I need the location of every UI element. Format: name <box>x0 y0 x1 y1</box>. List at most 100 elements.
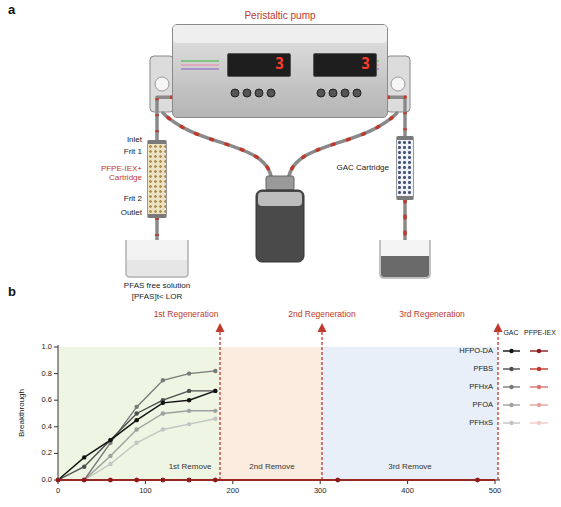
data-point <box>134 411 138 415</box>
data-point <box>56 478 60 482</box>
data-point <box>108 478 112 482</box>
legend-sample <box>537 349 541 353</box>
node-label: GAC Cartridge <box>337 163 389 172</box>
data-point <box>475 478 479 482</box>
legend-header: GAC <box>503 329 518 337</box>
reservoir-bottle <box>258 192 302 206</box>
data-point <box>56 478 60 482</box>
node-label: Peristaltic pump <box>244 10 315 22</box>
pump-panel <box>267 89 275 97</box>
data-line <box>58 479 495 481</box>
data-point <box>161 378 165 382</box>
pump-display: 3 <box>313 53 377 77</box>
tick-label: 0 <box>56 487 60 496</box>
tubing-marks <box>155 218 159 240</box>
data-point <box>213 389 217 393</box>
data-point <box>108 438 112 442</box>
phase-bands <box>322 347 498 480</box>
data-point <box>335 478 339 482</box>
legend-sample <box>537 367 541 371</box>
legend-sample <box>509 421 513 425</box>
data-point <box>82 478 86 482</box>
legend-sample <box>509 403 513 407</box>
data-point <box>475 478 479 482</box>
data-point <box>56 478 60 482</box>
node-label: PFAS free solution <box>124 281 190 290</box>
event-label: 2nd Regeneration <box>288 310 356 320</box>
data-point <box>82 465 86 469</box>
data-point <box>187 478 191 482</box>
data-point <box>134 478 138 482</box>
data-point <box>134 478 138 482</box>
reservoir-bottle <box>256 176 304 262</box>
data-point <box>56 478 60 482</box>
pump-body: Peristaltic pump33 <box>172 24 388 118</box>
data-point <box>134 441 138 445</box>
tick-label: 0.2 <box>42 449 52 458</box>
data-line <box>58 371 215 480</box>
chart-axes <box>54 453 58 454</box>
data-point <box>56 478 60 482</box>
legend-label: PFOA <box>473 401 493 410</box>
legend-sample <box>537 421 541 425</box>
tick-label: 100 <box>139 487 152 496</box>
pump-panel <box>255 89 263 97</box>
data-point <box>108 478 112 482</box>
data-point <box>335 478 339 482</box>
phase-label: 2nd Remove <box>249 462 294 471</box>
data-point <box>82 478 86 482</box>
data-point <box>56 478 60 482</box>
regeneration-arrow <box>494 323 503 332</box>
chart-axes <box>54 345 500 484</box>
node-note: Frit 1 <box>124 147 142 156</box>
data-point <box>82 478 86 482</box>
data-point <box>335 478 339 482</box>
tubing <box>403 200 407 244</box>
ion-exchange-cartridge: InletFrit 1PFPE-IEX+ CartridgeFrit 2Outl… <box>147 140 167 218</box>
regeneration-arrow <box>321 330 322 480</box>
data-point <box>161 427 165 431</box>
pump-head <box>150 56 174 112</box>
legend-sample <box>537 385 541 389</box>
panel-letter: a <box>8 3 15 18</box>
chart-axes <box>54 400 58 401</box>
data-line <box>58 479 495 481</box>
pump-panel <box>173 25 387 43</box>
tick-label: 0.6 <box>42 396 52 405</box>
data-point <box>82 478 86 482</box>
regeneration-arrow <box>216 323 225 332</box>
data-point <box>213 369 217 373</box>
data-point <box>82 455 86 459</box>
data-point <box>187 398 191 402</box>
legend-sample <box>537 403 541 407</box>
data-point <box>213 478 217 482</box>
reservoir-bottle <box>256 190 304 262</box>
data-point <box>187 389 191 393</box>
beaker-outline <box>124 240 190 278</box>
data-point <box>213 389 217 393</box>
data-point <box>187 371 191 375</box>
tick-label: 300 <box>314 487 327 496</box>
chart-axes <box>58 345 59 480</box>
legend-sample <box>503 349 548 425</box>
data-point <box>213 478 217 482</box>
regeneration-arrow <box>497 330 498 480</box>
data-point <box>108 478 112 482</box>
tick-label: 200 <box>227 487 240 496</box>
data-series <box>56 369 495 482</box>
data-point <box>56 478 60 482</box>
regeneration-arrow <box>318 323 327 332</box>
tubing-marks <box>388 97 405 136</box>
data-point <box>134 405 138 409</box>
data-point <box>161 411 165 415</box>
tubing <box>403 200 407 244</box>
data-line <box>58 479 495 481</box>
pump-panel <box>243 89 251 97</box>
beaker-outline <box>127 260 187 276</box>
data-point <box>335 478 339 482</box>
data-point <box>161 478 165 482</box>
data-point <box>56 478 60 482</box>
data-point <box>475 478 479 482</box>
data-point <box>82 478 86 482</box>
chart-axes <box>58 480 500 481</box>
